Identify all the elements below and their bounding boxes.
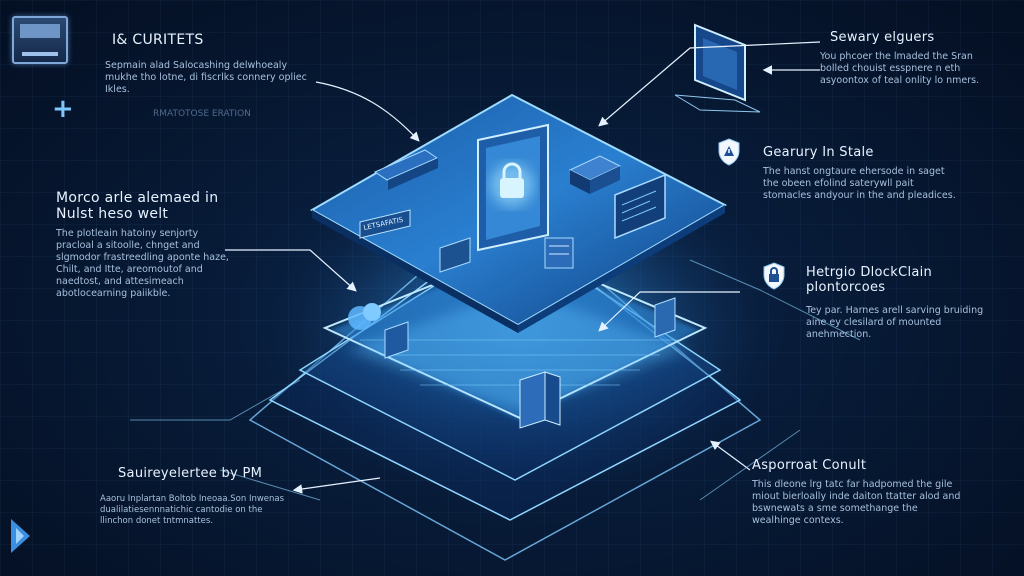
shield-lock-icon xyxy=(763,262,785,290)
callout-right-1-desc: The hanst ongtaure ehersode in saget the… xyxy=(763,166,956,201)
callout-top-right: Sewary elguers You phcoer the lmaded the… xyxy=(820,30,990,87)
device-box-left xyxy=(384,321,409,359)
callout-bottom-right: Asporroat Conult This dleone lrg tatc fa… xyxy=(752,458,962,527)
corner-brand-icon xyxy=(11,519,30,553)
callout-left-mid-title: Morco arle alemaed in Nulst heso welt xyxy=(56,190,219,222)
device-storage xyxy=(544,237,574,269)
callout-left-mid-desc-block: The plotleain hatoiny senjorty pracloal … xyxy=(56,228,236,300)
callout-bottom-left-desc-block: Aaoru Inplartan Boltob Ineoaa.Son Inwena… xyxy=(100,494,290,527)
callout-right-1: Gearury In Stale The hanst ongtaure eher… xyxy=(763,145,963,202)
callout-right-2: Hetrgio DlockClain plontorcoes Tey par. … xyxy=(806,265,1006,341)
slab-inner-glow xyxy=(345,290,690,410)
callout-top-right-title: Sewary elguers xyxy=(830,30,935,45)
callout-left-mid-desc: The plotleain hatoiny senjorty pracloal … xyxy=(56,228,229,299)
callout-right-1-title: Gearury In Stale xyxy=(763,145,874,160)
app-logo xyxy=(12,16,68,64)
callout-right-2-title: Hetrgio DlockClain plontorcoes xyxy=(806,265,933,295)
panel-label-plaque: LETSAFATIS xyxy=(359,209,411,239)
callout-bottom-right-desc: This dleone lrg tatc far hadpomed the gi… xyxy=(752,479,961,526)
device-rack-right xyxy=(654,297,676,338)
top-panel-side-right xyxy=(518,205,725,333)
device-keyboard xyxy=(373,149,439,190)
callout-top-right-desc: You phcoer the lmaded the Sran bolled ch… xyxy=(820,51,980,86)
plus-icon: + xyxy=(52,94,74,124)
circuit-lines xyxy=(130,259,861,501)
top-panel-side-left xyxy=(312,210,518,333)
header-block: I& CURITETS xyxy=(112,32,332,48)
device-server-rack xyxy=(519,371,561,429)
device-monitor xyxy=(614,173,666,240)
callout-bottom-right-title: Asporroat Conult xyxy=(752,458,867,473)
connector-lines xyxy=(225,41,821,494)
floating-tablet-device xyxy=(674,23,761,113)
callout-bottom-left: Sauireyelertee by PM xyxy=(118,466,298,481)
callout-bottom-left-desc: Aaoru Inplartan Boltob Ineoaa.Son Inwena… xyxy=(100,494,285,526)
header-title: I& CURITETS xyxy=(112,32,204,48)
device-server-box xyxy=(568,155,622,194)
header-desc-block: Sepmain alad Salocashing delwhoealy mukh… xyxy=(105,60,315,120)
callout-left-mid: Morco arle alemaed in Nulst heso welt xyxy=(56,190,246,222)
tablet-lock-device xyxy=(477,123,549,252)
shield-warning-icon xyxy=(718,138,740,166)
callout-bottom-left-title: Sauireyelertee by PM xyxy=(118,466,263,481)
cloud-icon xyxy=(348,303,381,330)
callout-right-2-desc: Tey par. Harnes arell sarving bruiding a… xyxy=(806,305,984,340)
device-cube xyxy=(439,237,471,273)
header-desc: Sepmain alad Salocashing delwhoealy mukh… xyxy=(105,60,307,95)
header-dim-text: RMATOTOSE ERATION xyxy=(153,109,251,119)
